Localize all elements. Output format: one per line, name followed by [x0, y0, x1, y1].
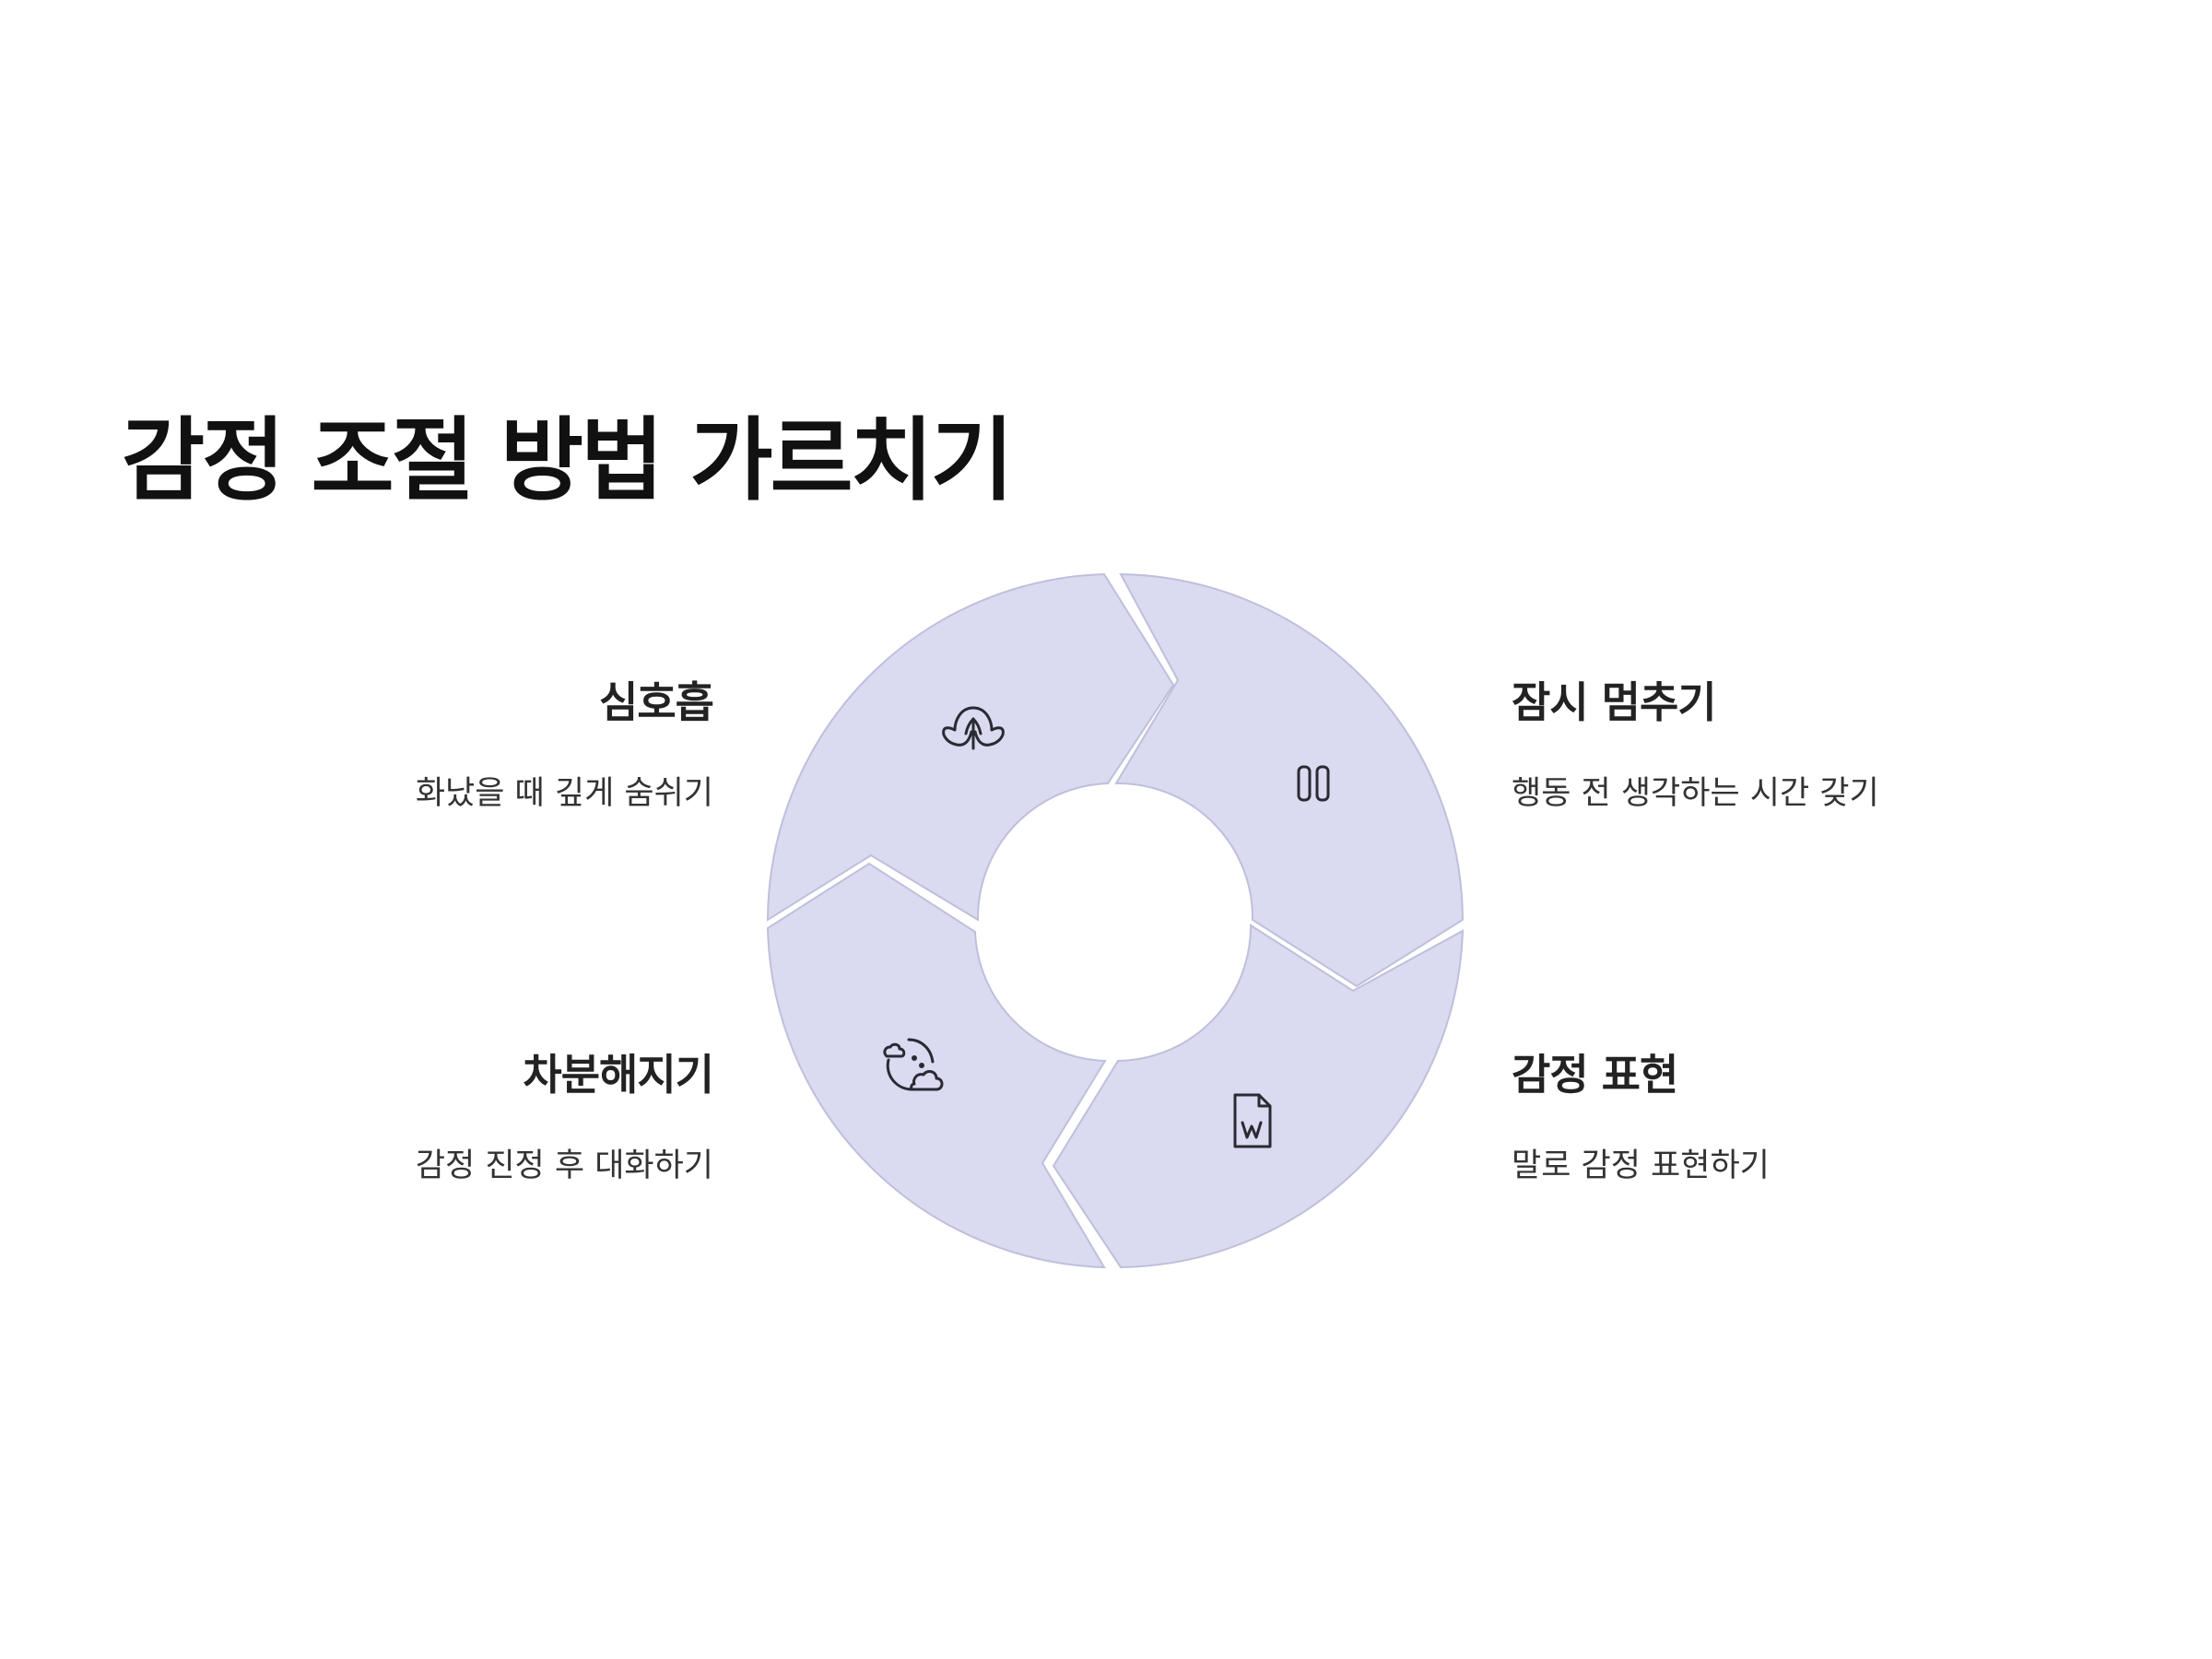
- step-deep-breathing: 심호흡 화났을 때 깊게 숨쉬기: [160, 669, 714, 814]
- step-description: 말로 감정 표현하기: [1512, 1147, 1770, 1184]
- step-description: 화났을 때 깊게 숨쉬기: [415, 775, 713, 812]
- segment-deep-breathing[interactable]: [766, 572, 1175, 922]
- step-heading: 잠시 멈추기: [1512, 677, 1717, 727]
- step-description: 감정 진정 후 대화하기: [415, 1147, 713, 1184]
- step-heading: 감정 표현: [1512, 1050, 1678, 1100]
- step-heading: 심호흡: [599, 677, 714, 727]
- step-express-emotion: 감정 표현 말로 감정 표현하기: [1512, 1041, 2065, 1186]
- segment-calm-down[interactable]: [766, 862, 1107, 1269]
- moon-cloud-icon: [883, 1038, 944, 1091]
- word-document-icon: [1233, 1093, 1272, 1148]
- lungs-icon: [942, 706, 1005, 750]
- pause-icon: [1297, 765, 1330, 802]
- step-calm-down: 차분해지기 감정 진정 후 대화하기: [160, 1041, 714, 1186]
- step-heading: 차분해지기: [523, 1050, 714, 1100]
- step-description: 행동 전 생각하는 시간 갖기: [1512, 775, 1879, 812]
- segment-pause[interactable]: [1114, 572, 1465, 988]
- page-title: 감정 조절 방법 가르치기: [122, 408, 1014, 513]
- step-pause: 잠시 멈추기 행동 전 생각하는 시간 갖기: [1512, 669, 2065, 814]
